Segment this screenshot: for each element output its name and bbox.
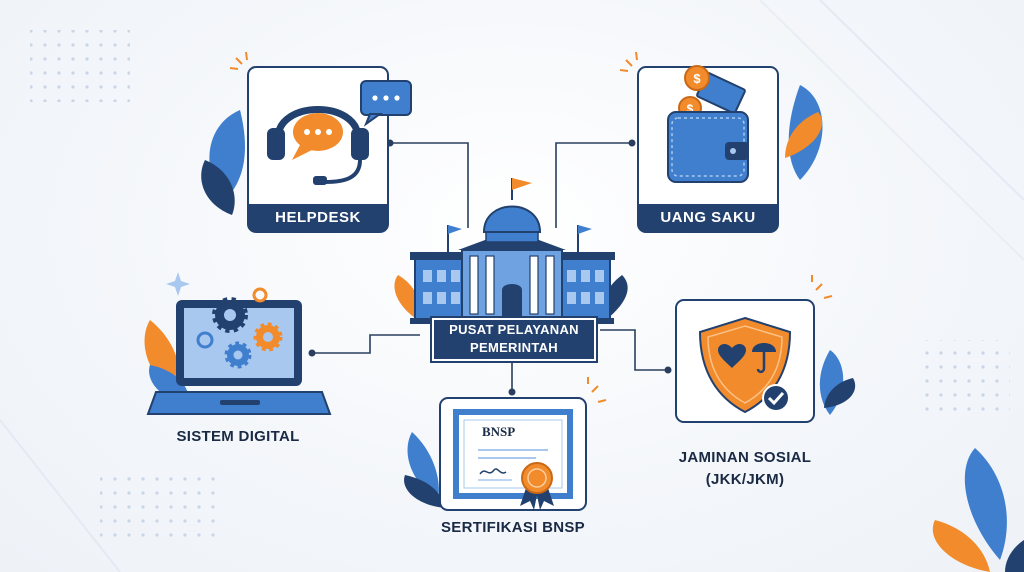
svg-text:$: $	[687, 102, 694, 116]
leaf-icon	[824, 378, 856, 408]
helpdesk-label: HELPDESK	[248, 204, 388, 232]
sistem-digital-illustration	[144, 272, 332, 415]
chat-bubble-icon	[292, 113, 343, 160]
jaminan-sosial-card	[675, 275, 856, 423]
connector-helpdesk	[390, 142, 469, 228]
sparkle-icon	[619, 51, 638, 72]
uang-saku-label: UANG SAKU	[638, 204, 778, 232]
sparkle-icon	[229, 51, 248, 70]
leaf-icon	[407, 432, 439, 500]
seal-icon	[520, 462, 554, 510]
wallet-icon	[667, 111, 749, 183]
heart-icon	[718, 343, 746, 368]
svg-text:$: $	[693, 71, 701, 86]
leaf-icon	[201, 160, 235, 215]
center-label-line2: PEMERINTAH	[470, 340, 558, 355]
checkmark-icon	[762, 384, 790, 412]
leaf-icon	[785, 112, 823, 158]
sparkle-icon	[811, 275, 833, 299]
sparkle-icon	[166, 272, 190, 296]
headset-icon	[267, 106, 369, 185]
flag-icon	[512, 178, 532, 190]
gear-icon	[196, 287, 283, 369]
government-building-icon	[394, 178, 628, 324]
connector-jaminan	[600, 329, 668, 371]
jaminan-label-line1: JAMINAN SOSIAL	[678, 449, 812, 466]
connector-uang-saku	[555, 142, 632, 228]
sistem-digital-label: SISTEM DIGITAL	[176, 428, 300, 445]
center-label-line1: PUSAT PELAYANAN	[449, 322, 579, 337]
uang-saku-card: $ $	[619, 51, 823, 233]
connector-lines	[312, 142, 668, 392]
center-banner: PUSAT PELAYANAN PEMERINTAH	[432, 318, 596, 361]
corner-leaves	[932, 448, 1024, 572]
leaf-icon	[932, 520, 990, 572]
leaf-icon	[394, 275, 420, 320]
leaf-icon	[404, 475, 445, 508]
umbrella-icon	[752, 343, 776, 374]
jaminan-sosial-label: JAMINAN SOSIAL (JKK/JKM)	[660, 447, 830, 491]
bnsp-logo-text: BNSP	[482, 424, 516, 439]
jaminan-label-line2: (JKK/JKM)	[705, 471, 785, 488]
leaf-icon	[964, 448, 1007, 560]
connector-sistem-digital	[312, 334, 420, 354]
sertifikasi-card	[404, 377, 607, 511]
chat-bubble-icon	[360, 80, 412, 127]
leaf-icon	[1005, 540, 1024, 572]
sparkle-icon	[587, 377, 607, 403]
helpdesk-card	[201, 51, 412, 233]
sertifikasi-label: SERTIFIKASI BNSP	[441, 519, 585, 536]
